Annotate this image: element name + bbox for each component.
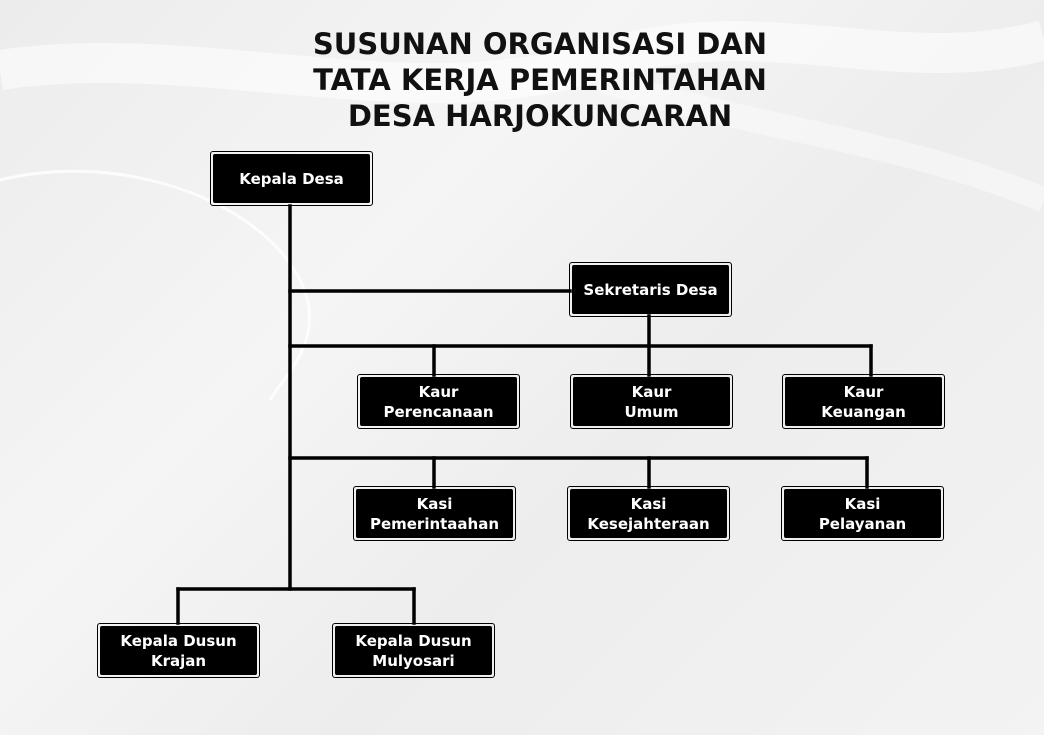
node-kasi-pemerintaahan: Kasi Pemerintaahan (353, 486, 516, 541)
node-label: Kepala Desa (239, 169, 344, 188)
node-label-line-2: Pelayanan (818, 514, 907, 533)
node-sekretaris-desa: Sekretaris Desa (569, 262, 732, 317)
node-kaur-umum: Kaur Umum (570, 374, 733, 429)
node-label-line-2: Keuangan (821, 402, 906, 421)
node-kaur-perencanaan: Kaur Perencanaan (357, 374, 520, 429)
node-label-line-1: Kasi (844, 494, 881, 513)
node-kasi-pelayanan: Kasi Pelayanan (781, 486, 944, 541)
node-label-line-1: Kepala Dusun (120, 631, 237, 650)
node-label-line-2: Mulyosari (372, 651, 455, 670)
node-label-line-1: Kepala Dusun (355, 631, 472, 650)
node-label-line-2: Krajan (150, 651, 207, 670)
page-title: SUSUNAN ORGANISASI DAN TATA KERJA PEMERI… (0, 26, 1044, 134)
node-kepala-dusun-krajan: Kepala Dusun Krajan (97, 623, 260, 678)
node-label-line-2: Pemerintaahan (369, 514, 500, 533)
node-kepala-desa: Kepala Desa (210, 151, 373, 206)
title-line-3: DESA HARJOKUNCARAN (347, 99, 733, 133)
node-label-line-2: Perencanaan (383, 402, 494, 421)
node-label: Sekretaris Desa (583, 280, 718, 299)
node-label-line-2: Kesejahteraan (587, 514, 710, 533)
title-line-2: TATA KERJA PEMERINTAHAN (313, 63, 767, 97)
node-kepala-dusun-mulyosari: Kepala Dusun Mulyosari (332, 623, 495, 678)
node-label-line-2: Umum (624, 402, 679, 421)
node-label-line-1: Kaur (418, 382, 459, 401)
node-kaur-keuangan: Kaur Keuangan (782, 374, 945, 429)
title-line-1: SUSUNAN ORGANISASI DAN (312, 27, 768, 61)
node-label-line-1: Kaur (843, 382, 884, 401)
node-label-line-1: Kasi (630, 494, 667, 513)
node-kasi-kesejahteraan: Kasi Kesejahteraan (567, 486, 730, 541)
node-label-line-1: Kasi (416, 494, 453, 513)
node-label-line-1: Kaur (631, 382, 672, 401)
